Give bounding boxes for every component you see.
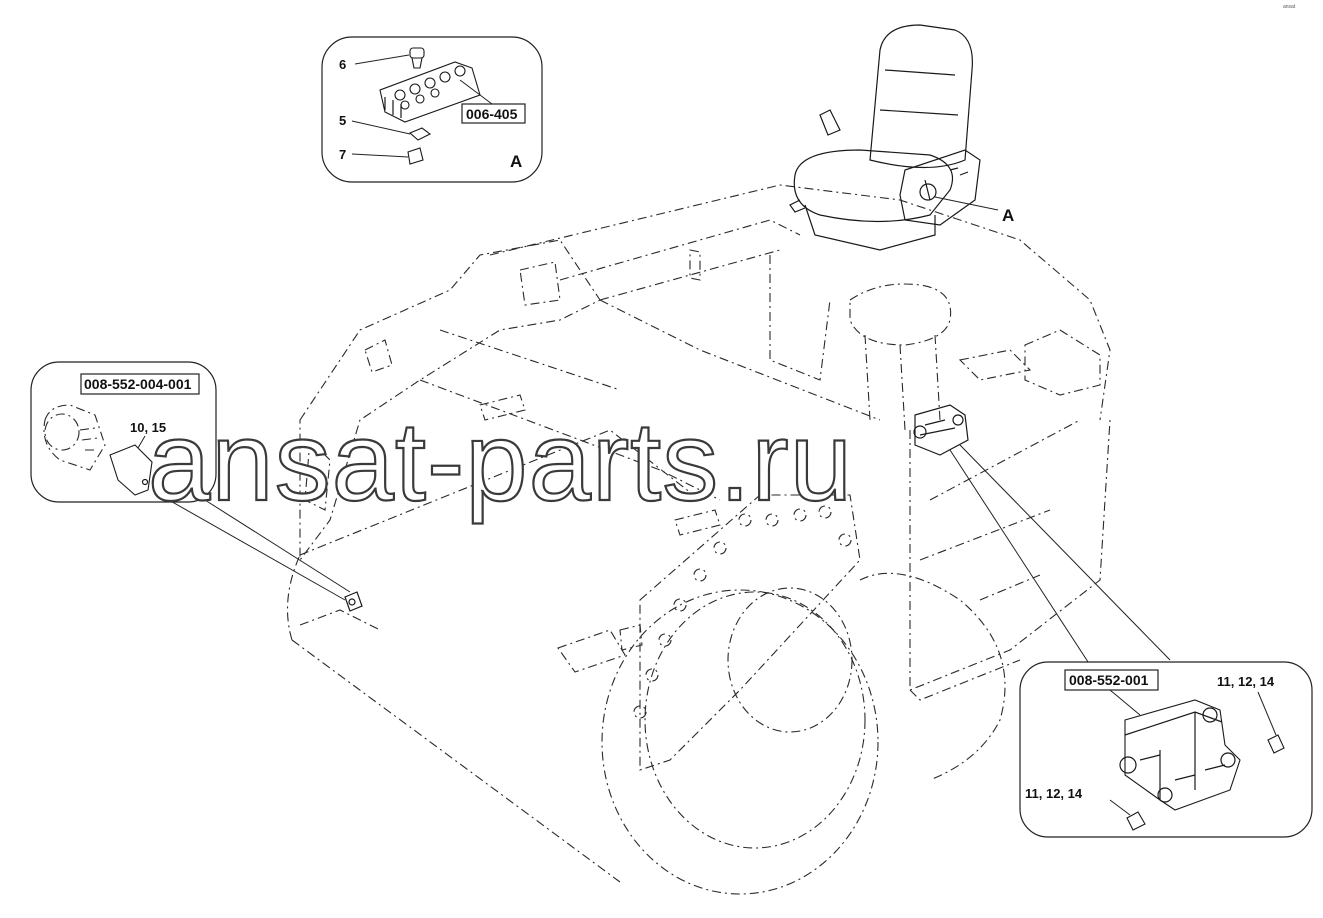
- callout-view-a: 6 5 7 006-405 A: [321, 36, 543, 183]
- leader-left-1: [159, 494, 346, 601]
- connector-lower: [1126, 811, 1146, 831]
- callout-left: 008-552-004-001 10, 15: [30, 361, 217, 503]
- part-7: 7: [339, 147, 424, 165]
- corner-mark: ansat: [1283, 4, 1296, 10]
- right-bracket: [1024, 329, 1101, 396]
- seat-base: [804, 204, 936, 251]
- seat-backrest: [869, 24, 973, 169]
- label-7: 7: [339, 147, 346, 162]
- pointer-a: A: [1002, 206, 1014, 225]
- drum-end-inner: [644, 591, 866, 849]
- part-10-15: [109, 444, 153, 496]
- seat-pedestal: [849, 283, 952, 346]
- leader-left-2: [204, 499, 351, 593]
- operator-seat: [789, 24, 981, 251]
- leader-a: [934, 196, 999, 211]
- machine-frame: [286, 184, 1111, 895]
- drum-sensor: [344, 591, 363, 612]
- code-008-552-001: 008-552-001: [1069, 672, 1149, 688]
- leader-right-1: [949, 449, 1091, 666]
- rear-wheel: [859, 572, 1006, 781]
- drum-hub: [727, 587, 853, 733]
- valve-block-main: [913, 404, 969, 456]
- valve-block-detail: [1124, 699, 1241, 811]
- code-006-405: 006-405: [466, 106, 518, 122]
- view-a-letter: A: [510, 152, 522, 171]
- label-6: 6: [339, 57, 346, 72]
- connector-upper: [1267, 734, 1285, 754]
- callout-right: 008-552-001 11, 12, 14 11, 12, 14: [1019, 661, 1313, 838]
- plate-holes: [633, 505, 852, 719]
- label-5: 5: [339, 113, 346, 128]
- drum-side-plate: [639, 494, 861, 771]
- drum-end-outer: [601, 589, 879, 895]
- armrest-control-box: [899, 149, 981, 226]
- front-frame-left: [299, 239, 601, 562]
- drum-body-bottom: [291, 639, 621, 883]
- watermark-text: ansat-parts.ru: [148, 399, 853, 524]
- rear-body: [769, 255, 831, 381]
- drum-body-left: [286, 554, 301, 641]
- label-10-15: 10, 15: [130, 420, 166, 435]
- leader-right-2: [959, 444, 1171, 661]
- seat-cushion: [793, 149, 954, 223]
- code-008-552-004-001: 008-552-004-001: [84, 376, 192, 392]
- part-5: 5: [339, 113, 432, 141]
- chassis-top: [489, 184, 1111, 421]
- part-6-knob: 6: [339, 47, 425, 72]
- seat-handle: [819, 109, 841, 136]
- label-11-12-14-lower: 11, 12, 14: [1025, 786, 1083, 801]
- label-11-12-14-upper: 11, 12, 14: [1217, 674, 1275, 689]
